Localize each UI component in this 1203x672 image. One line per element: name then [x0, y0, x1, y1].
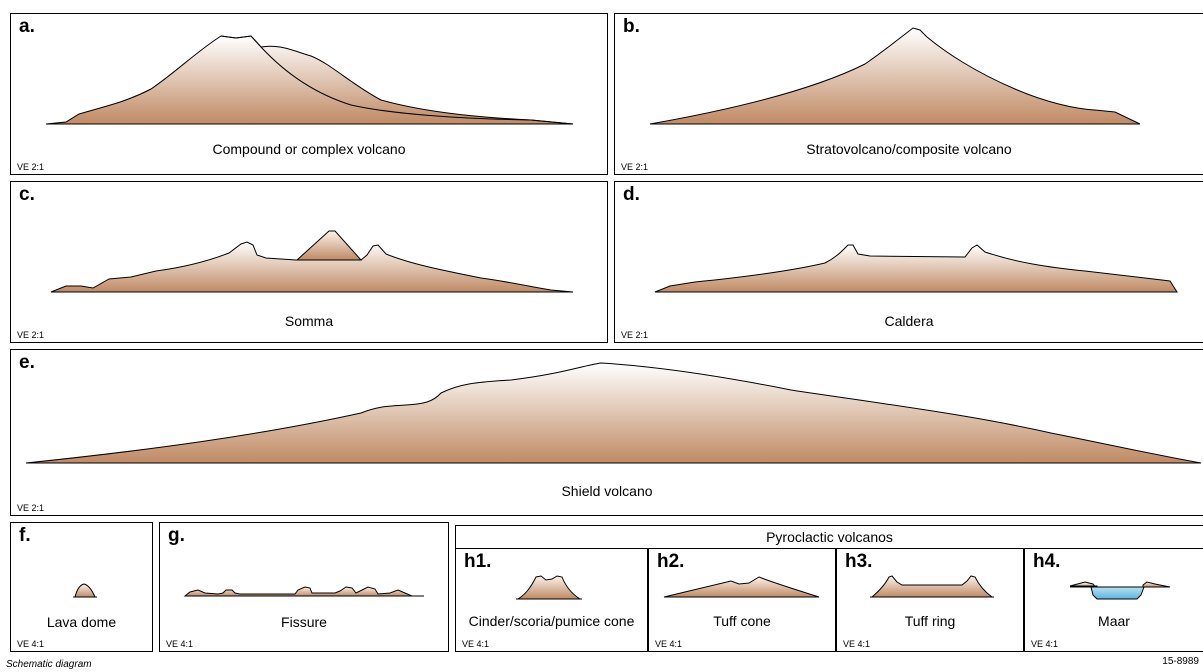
somma-profile — [50, 230, 574, 293]
panel-caption: Compound or complex volcano — [212, 141, 406, 157]
figure-id: 15-8989 — [1162, 656, 1199, 667]
panel-compound-volcano: a. Compound or complex volcano VE 2:1 — [10, 13, 608, 175]
vertical-exaggeration-label: VE 4:1 — [462, 639, 490, 649]
maar-profile — [1069, 581, 1171, 600]
caldera-profile — [654, 244, 1178, 293]
vertical-exaggeration-label: VE 4:1 — [17, 639, 45, 649]
panel-caption: Stratovolcano/composite volcano — [806, 141, 1012, 157]
panel-letter: b. — [623, 16, 640, 37]
panel-letter: h1. — [464, 551, 492, 572]
panel-letter: g. — [168, 525, 185, 546]
panel-caldera: d. Caldera VE 2:1 — [614, 181, 1203, 343]
panel-letter: e. — [19, 352, 35, 373]
vertical-exaggeration-label: VE 2:1 — [621, 330, 649, 340]
panel-lava-dome: f. Lava dome VE 4:1 — [10, 522, 153, 652]
panel-cinder-cone: h1. Cinder/scoria/pumice cone VE 4:1 — [455, 548, 648, 652]
panel-caption: Tuff cone — [713, 613, 771, 629]
fissure-profile — [183, 586, 424, 597]
panel-letter: h3. — [845, 551, 873, 572]
schematic-note: Schematic diagram — [6, 659, 92, 670]
vertical-exaggeration-label: VE 2:1 — [621, 162, 649, 172]
panel-caption: Maar — [1098, 613, 1130, 629]
vertical-exaggeration-label: VE 4:1 — [166, 639, 194, 649]
maar-water — [1090, 586, 1145, 600]
panel-letter: d. — [623, 184, 640, 205]
vertical-exaggeration-label: VE 2:1 — [17, 330, 45, 340]
tuff-cone-profile — [663, 576, 820, 598]
tuff-ring-profile — [870, 575, 994, 598]
panel-tuff-cone: h2. Tuff cone VE 4:1 — [648, 548, 836, 652]
panel-caption: Fissure — [281, 614, 327, 630]
panel-caption: Somma — [284, 313, 334, 329]
lava-dome-profile — [73, 583, 97, 598]
panel-maar: h4. Maar VE 4:1 — [1024, 548, 1203, 652]
panel-letter: a. — [19, 16, 35, 37]
compound-volcano-profile — [45, 35, 574, 125]
panel-letter: h4. — [1033, 551, 1061, 572]
vertical-exaggeration-label: VE 2:1 — [17, 162, 45, 172]
panel-caption: Cinder/scoria/pumice cone — [468, 613, 635, 629]
panel-caption: Caldera — [884, 313, 934, 329]
vertical-exaggeration-label: VE 4:1 — [1031, 639, 1059, 649]
panel-shield-volcano: e. Shield volcano VE 2:1 — [10, 349, 1203, 516]
panel-caption: Lava dome — [46, 614, 117, 630]
panel-letter: c. — [19, 184, 35, 205]
panel-letter: f. — [19, 525, 31, 546]
panel-somma: c. Somma VE 2:1 — [10, 181, 608, 343]
vertical-exaggeration-label: VE 4:1 — [655, 639, 683, 649]
panel-letter: h2. — [657, 551, 685, 572]
pyroclastic-group-header: Pyroclactic volcanos — [455, 525, 1203, 549]
stratovolcano-profile — [649, 27, 1141, 125]
panel-fissure: g. Fissure VE 4:1 — [159, 522, 449, 652]
vertical-exaggeration-label: VE 2:1 — [17, 503, 45, 513]
shield-volcano-profile — [25, 362, 1202, 464]
panel-tuff-ring: h3. Tuff ring VE 4:1 — [836, 548, 1024, 652]
cinder-cone-profile — [516, 575, 582, 600]
panel-caption: Tuff ring — [904, 613, 956, 629]
panel-stratovolcano: b. Stratovolcano/composite volcano VE 2:… — [614, 13, 1203, 175]
vertical-exaggeration-label: VE 4:1 — [843, 639, 871, 649]
panel-caption: Shield volcano — [561, 483, 653, 499]
